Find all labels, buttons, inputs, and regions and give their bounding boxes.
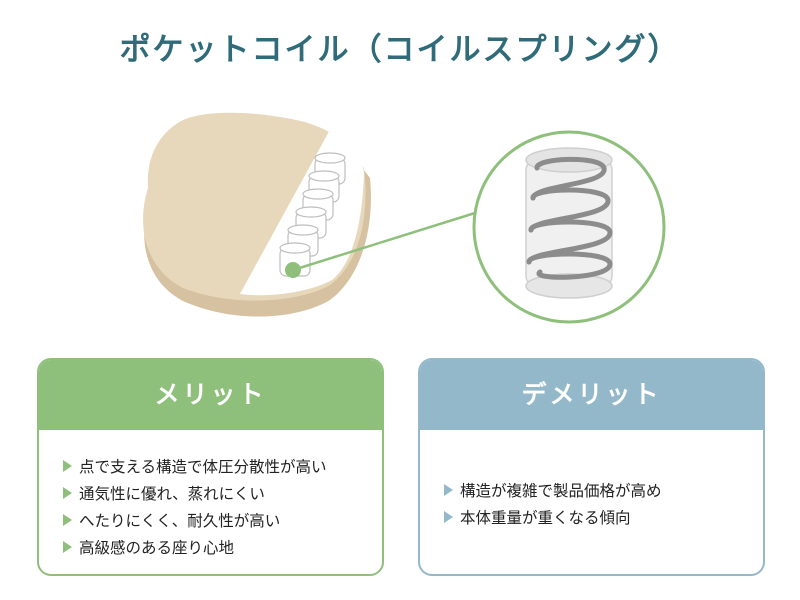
merit-card: メリット 点で支える構造で体圧分散性が高い 通気性に優れ、蒸れにくい へたりにく…: [37, 358, 384, 576]
callout-line: [292, 211, 476, 272]
list-item: へたりにくく、耐久性が高い: [63, 506, 372, 533]
triangle-bullet-icon: [63, 486, 72, 499]
list-item: 点で支える構造で体圧分散性が高い: [63, 452, 372, 479]
page-title: ポケットコイル（コイルスプリング）: [119, 32, 681, 68]
mattress-illustration: [143, 112, 371, 317]
list-item: 構造が複雑で製品価格が高め: [444, 476, 753, 503]
triangle-bullet-icon: [63, 513, 72, 526]
zoom-circle: [472, 130, 666, 324]
demerit-list: 構造が複雑で製品価格が高め 本体重量が重くなる傾向: [420, 430, 763, 530]
demerit-heading: デメリット: [420, 360, 763, 430]
merit-list: 点で支える構造で体圧分散性が高い 通気性に優れ、蒸れにくい へたりにくく、耐久性…: [39, 430, 382, 560]
triangle-bullet-icon: [63, 459, 72, 472]
list-item: 高級感のある座り心地: [63, 533, 372, 560]
merit-heading: メリット: [39, 360, 382, 430]
list-item: 通気性に優れ、蒸れにくい: [63, 479, 372, 506]
pocket-coil-illustration: [143, 112, 666, 324]
callout-dot: [285, 262, 301, 278]
triangle-bullet-icon: [444, 483, 453, 496]
list-item: 本体重量が重くなる傾向: [444, 503, 753, 530]
triangle-bullet-icon: [444, 510, 453, 523]
spring-coil: [526, 156, 613, 280]
triangle-bullet-icon: [63, 540, 72, 553]
demerit-card: デメリット 構造が複雑で製品価格が高め 本体重量が重くなる傾向: [418, 358, 765, 576]
